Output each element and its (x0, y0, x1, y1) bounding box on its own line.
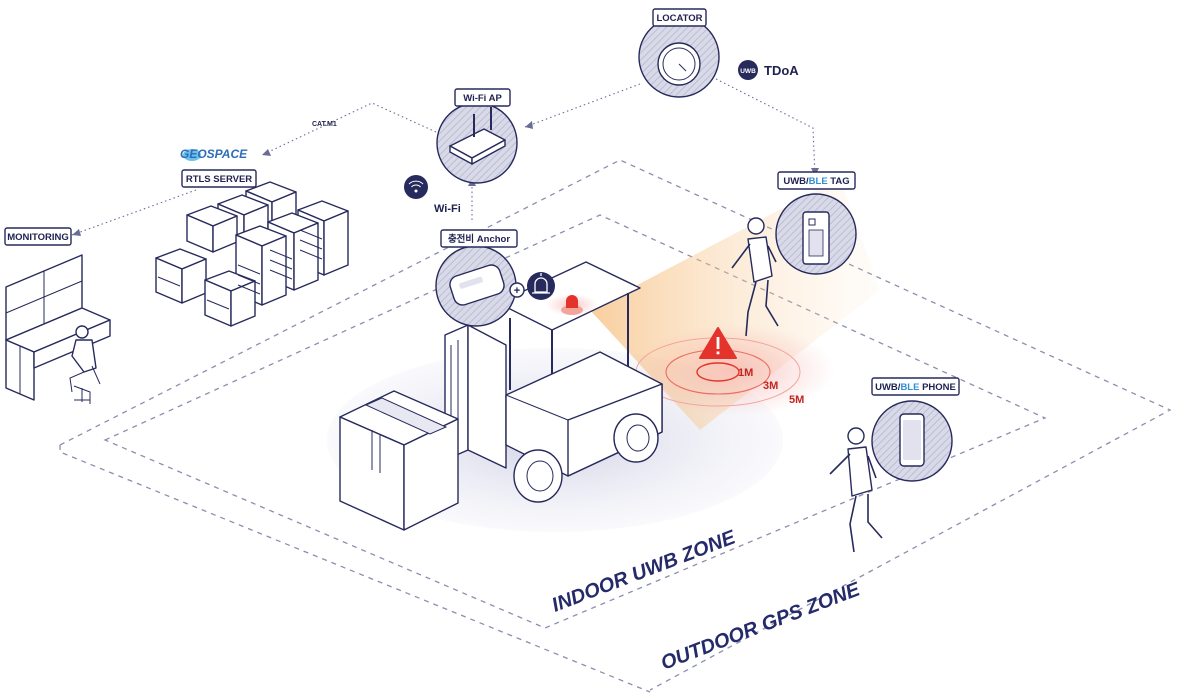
wifi-ap-node: Wi-Fi AP (436, 88, 518, 184)
locator-device-icon (657, 42, 701, 86)
warning-triangle-icon (699, 327, 737, 359)
monitoring-desk-icon (5, 254, 111, 404)
svg-text:+: + (514, 285, 520, 297)
wifi-router-icon (449, 107, 506, 165)
connection-rtls-monitoring (71, 189, 197, 236)
rtls-server-node: RTLS SERVER (155, 169, 349, 327)
cat-m1-label: CAT.M1 (312, 121, 337, 128)
connection-locator-tag (715, 78, 816, 177)
indoor-uwb-zone-label: INDOOR UWB ZONE (549, 526, 739, 616)
svg-text:GEOSPACE: GEOSPACE (180, 147, 248, 161)
uwb-ble-phone-label: UWB/BLE PHONE (875, 382, 956, 393)
connection-wifi-rtls (261, 102, 437, 156)
geospace-logo: GEOSPACE (180, 147, 248, 161)
anchor-node: 충전비 Anchor + (435, 229, 555, 327)
uwb-badge-label: UWB (740, 68, 756, 75)
monitoring-node: MONITORING (4, 227, 111, 404)
anchor-device-icon (449, 264, 505, 306)
tdoa-label: TDoA (764, 63, 799, 78)
distance-label-1m: 1M (738, 367, 753, 379)
beacon-alarm-icon (527, 272, 555, 300)
forklift-beacon (546, 294, 598, 316)
worker-icon (731, 217, 779, 337)
rtls-server-label: RTLS SERVER (186, 174, 252, 185)
monitoring-label: MONITORING (7, 232, 69, 243)
uwb-badge (738, 60, 758, 80)
outdoor-gps-zone-label: OUTDOOR GPS ZONE (658, 578, 864, 674)
locator-label: LOCATOR (656, 13, 702, 24)
server-rack-icon (155, 181, 349, 327)
wifi-signal-icon (404, 175, 428, 199)
uwb-ble-tag-label: UWB/BLE TAG (783, 176, 849, 187)
alert-range-glow (635, 324, 835, 416)
outdoor-gps-zone (59, 159, 1172, 693)
anchor-label: 충전비 Anchor (448, 233, 510, 245)
uwb-ble-phone-node: UWB/BLE PHONE (871, 377, 960, 482)
plus-icon (509, 282, 525, 298)
distance-label-3m: 3M (763, 380, 778, 392)
wifi-label: Wi-Fi (434, 203, 461, 215)
worker-icon (829, 427, 883, 553)
wifi-ap-label: Wi-Fi AP (463, 93, 502, 104)
locator-node: LOCATOR (638, 8, 720, 98)
distance-label-5m: 5M (789, 394, 804, 406)
smartphone-icon (899, 413, 925, 467)
indoor-uwb-zone (103, 214, 1047, 629)
uwb-tag-icon (802, 211, 830, 265)
uwb-ble-tag-node: UWB/BLE TAG (775, 171, 857, 275)
connection-locator-wifi (524, 83, 641, 128)
